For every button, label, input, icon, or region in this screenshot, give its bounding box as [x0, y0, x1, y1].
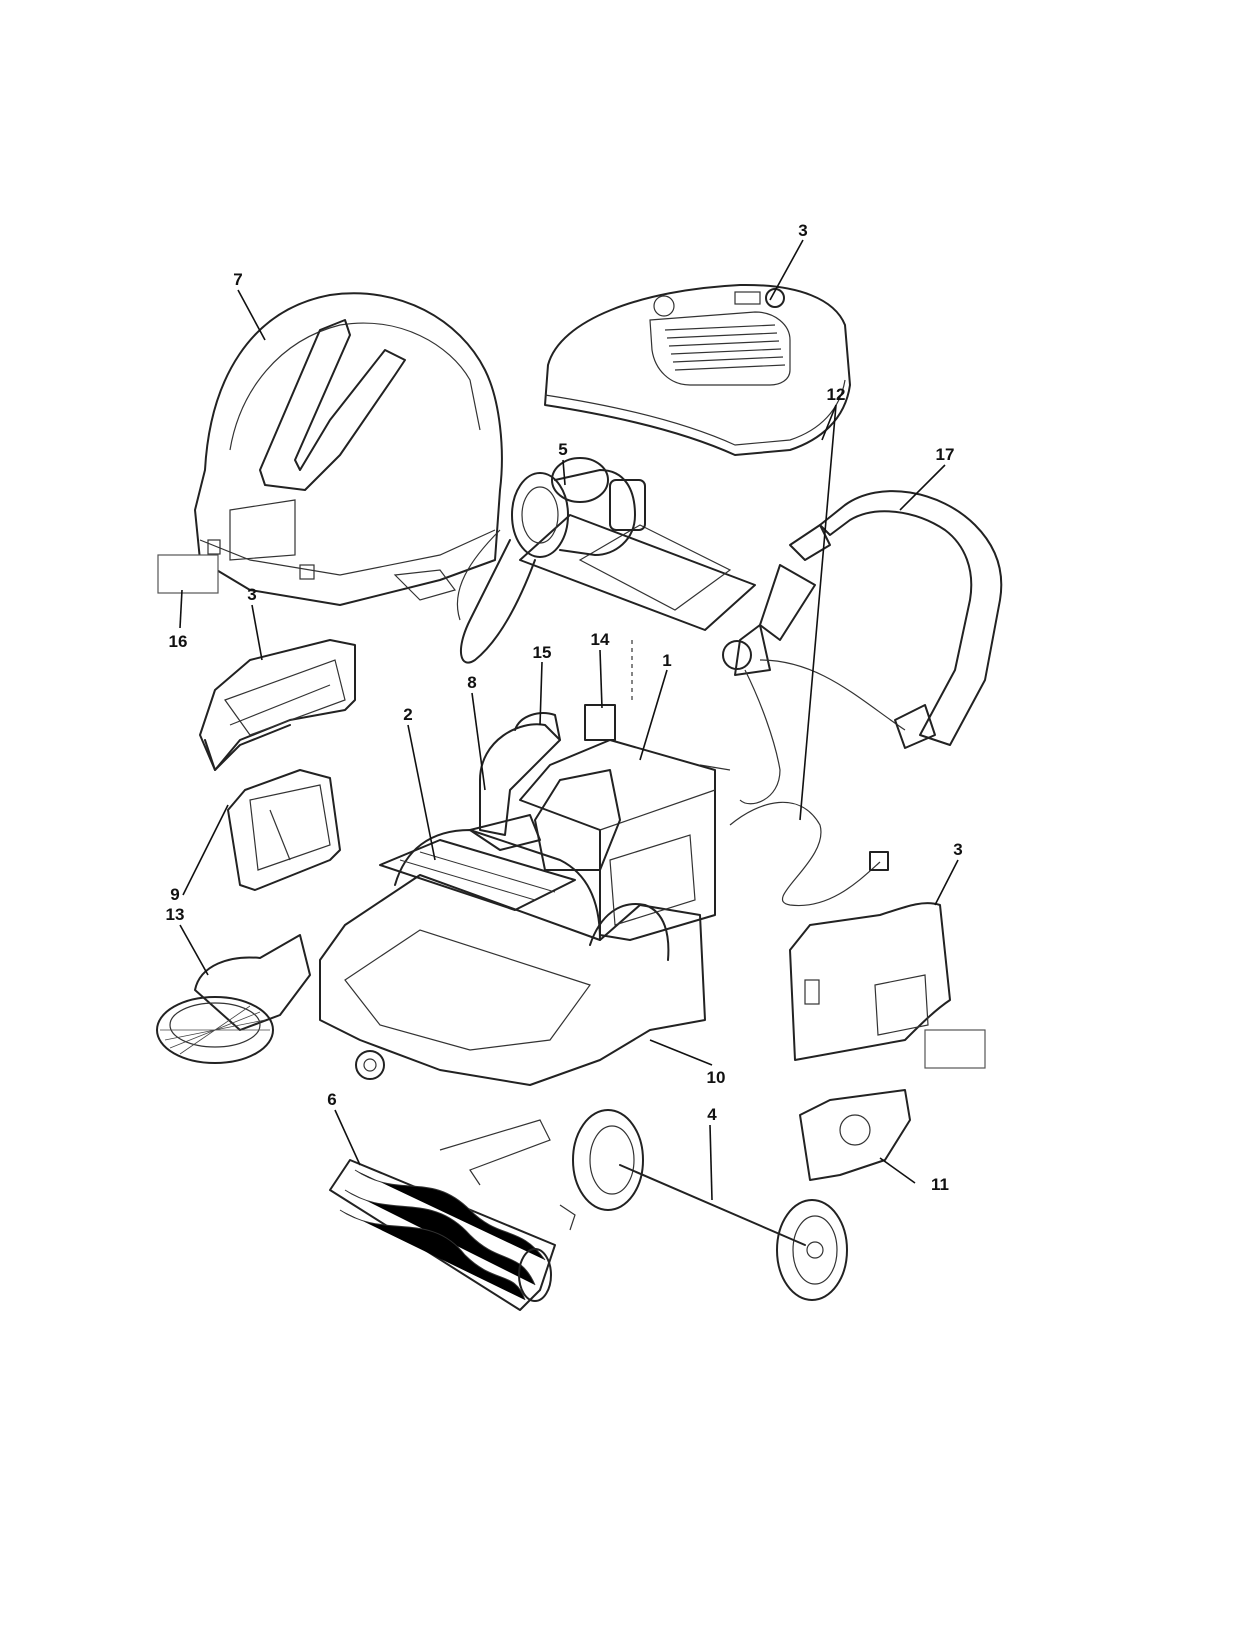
side-brush — [156, 934, 311, 1064]
callout-5: 5 — [558, 440, 567, 459]
callout-3-right: 3 — [953, 840, 962, 859]
callout-3-left: 3 — [247, 585, 256, 604]
motor-assembly — [456, 457, 756, 664]
panel-filter — [379, 839, 576, 911]
callout-1: 1 — [662, 651, 671, 670]
filter-duct — [469, 723, 561, 851]
callout-3-top: 3 — [798, 221, 807, 240]
left-side-panel — [199, 639, 356, 771]
wheel-axle-assembly — [572, 1109, 848, 1301]
hopper-cover — [194, 292, 503, 606]
callout-2: 2 — [403, 705, 412, 724]
right-side-panel — [789, 902, 951, 1061]
callout-7: 7 — [233, 270, 242, 289]
callout-labels: 7 3 5 17 16 3 15 14 1 8 2 12 3 9 13 10 4… — [166, 221, 963, 1194]
wheel-cover — [799, 1089, 911, 1181]
callout-11: 11 — [931, 1175, 949, 1194]
callout-15: 15 — [533, 643, 552, 662]
callout-4: 4 — [707, 1105, 717, 1124]
main-brush-roller — [329, 1119, 576, 1311]
callout-14: 14 — [591, 630, 610, 649]
callout-12: 12 — [827, 385, 846, 404]
mounting-bracket — [227, 769, 341, 891]
electrical-box — [519, 739, 716, 941]
callout-16: 16 — [169, 632, 188, 651]
callout-10: 10 — [707, 1068, 726, 1087]
vacuum-hose — [514, 712, 561, 741]
callout-13: 13 — [166, 905, 185, 924]
callout-8: 8 — [467, 673, 476, 692]
callout-6: 6 — [327, 1090, 336, 1109]
leader-lines — [179, 239, 959, 1201]
label-plate-right — [924, 1029, 986, 1069]
callout-9: 9 — [170, 885, 179, 904]
handle-assembly — [699, 490, 1003, 805]
main-chassis — [319, 829, 706, 1086]
label-plate-left — [157, 554, 219, 594]
top-control-cover — [544, 283, 851, 456]
callout-17: 17 — [936, 445, 955, 464]
relay-component — [584, 704, 616, 741]
power-cable — [729, 801, 889, 907]
